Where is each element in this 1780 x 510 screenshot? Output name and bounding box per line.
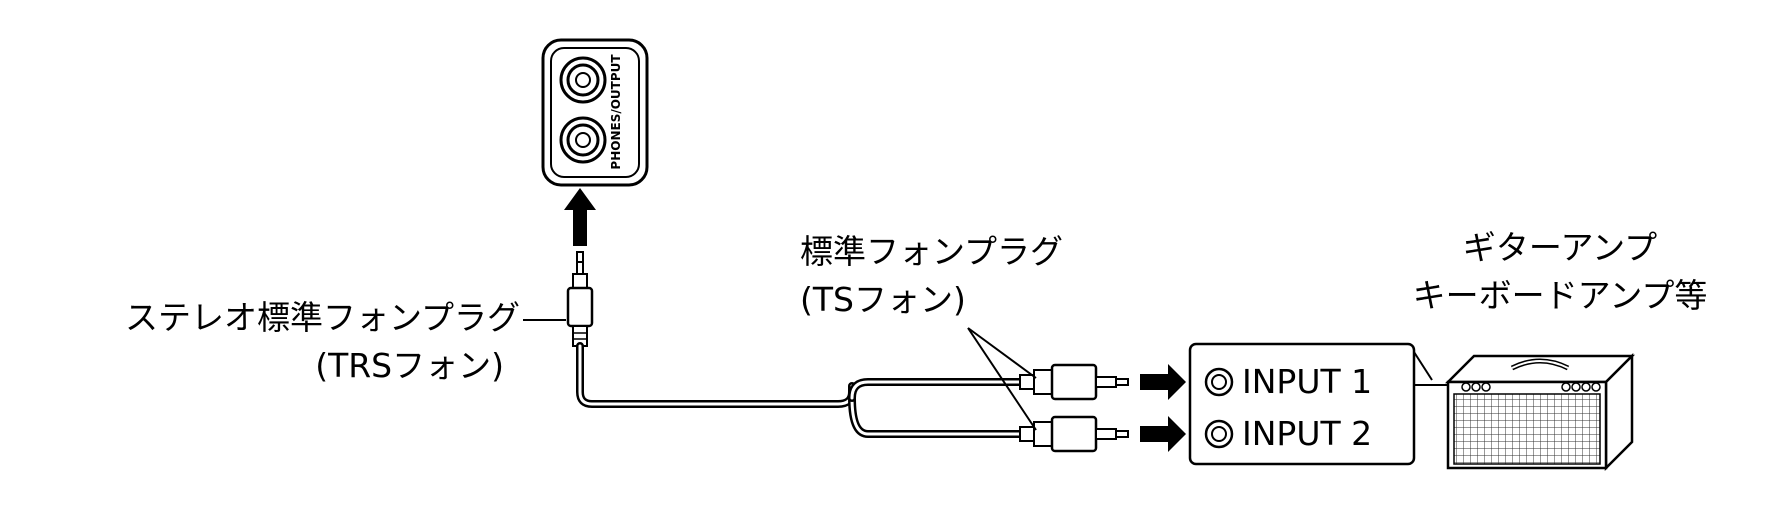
keyboard-amp-label: キーボードアンプ等 [1412, 276, 1708, 315]
right-arrow-icon-2 [1140, 416, 1186, 452]
ts-plug-2 [1019, 415, 1129, 453]
std-plug-label: 標準フォンプラグ [800, 232, 1064, 271]
trs-plug [566, 251, 594, 347]
guitar-amp-label: ギターアンプ [1462, 228, 1658, 267]
output-jack-bottom [559, 116, 607, 164]
phones-output-panel: PHONES/OUTPUT [541, 38, 649, 187]
ts-plug-1 [1019, 363, 1129, 401]
trs-label: (TRSフォン) [315, 346, 504, 385]
input-jack-icon-2 [1204, 419, 1234, 449]
input-panel [1188, 342, 1416, 466]
input-1-label: INPUT 1 [1242, 362, 1373, 401]
jack-panel-label: PHONES/OUTPUT [609, 54, 623, 170]
ts-leader-lines [967, 327, 1037, 431]
input-2-label: INPUT 2 [1242, 414, 1373, 453]
stereo-plug-label: ステレオ標準フォンプラグ [124, 298, 520, 337]
up-arrow-icon [564, 188, 596, 246]
input-jack-icon-1 [1204, 367, 1234, 397]
right-arrow-icon-1 [1140, 364, 1186, 400]
y-cable [576, 342, 1032, 438]
ts-label: (TSフォン) [800, 280, 966, 319]
amp-callout-lines [1413, 351, 1450, 386]
amplifier-icon [1444, 352, 1636, 472]
output-jack-top [559, 56, 607, 104]
